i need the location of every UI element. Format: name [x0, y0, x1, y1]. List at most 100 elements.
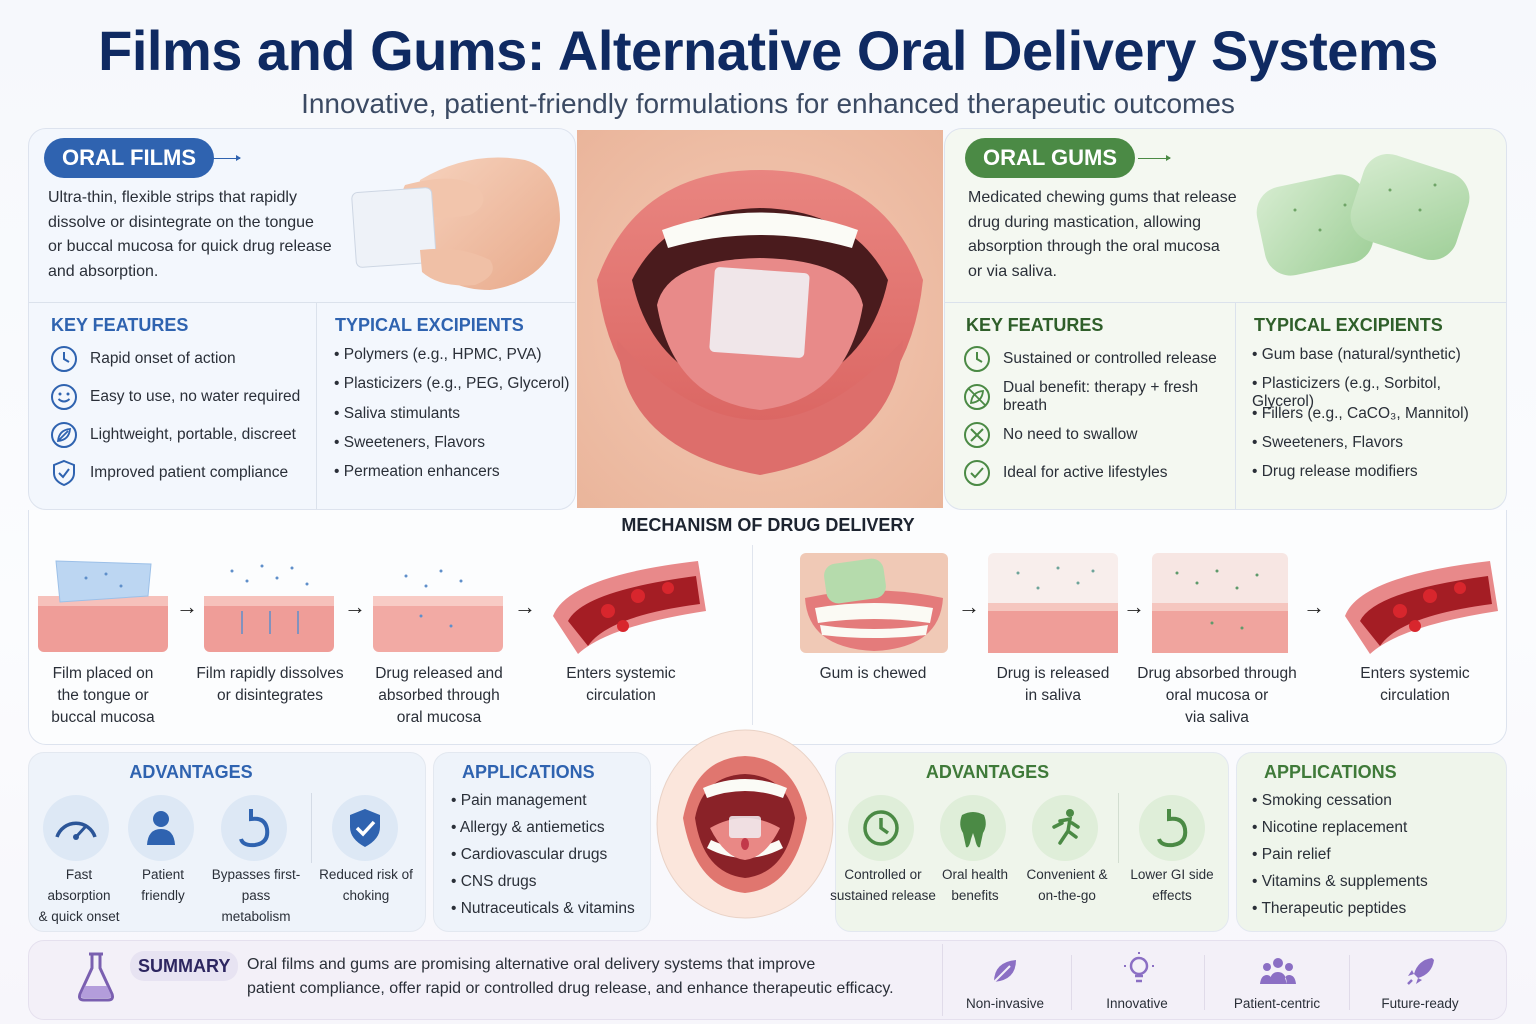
film-advantages-heading: ADVANTAGES: [129, 762, 253, 782]
caption-line: Reduced risk of: [319, 867, 413, 882]
application-item: • Therapeutic peptides: [1252, 900, 1407, 917]
arrow-right-icon: →: [344, 594, 366, 619]
film-step-caption: Film placed on the tongue or buccal muco…: [38, 663, 168, 729]
gums-excipients-heading: TYPICAL EXCIPIENTS: [1254, 315, 1443, 335]
adv-icon-circle: [221, 795, 287, 861]
feature-row: No need to swallow: [963, 420, 1233, 450]
clock-icon: [863, 810, 899, 846]
gum-applications-panel: [1236, 752, 1507, 932]
divider: [29, 302, 575, 303]
adv-caption: Bypasses first-pass metabolism: [200, 864, 312, 927]
arrow-icon: [208, 155, 241, 161]
caption-line: Bypasses first-pass: [211, 867, 301, 903]
film-applications-list: • Pain management • Allergy & antiemetic…: [451, 792, 647, 927]
adv-icon-circle: [1032, 795, 1098, 861]
arrow-right-icon: →: [176, 594, 198, 619]
summary-tag-label: Patient-centric: [1233, 996, 1321, 1011]
arrow-right-icon: →: [514, 594, 536, 619]
mouth-with-film-illustration: [577, 130, 943, 508]
feature-label: Dual benefit: therapy + fresh breath: [1003, 379, 1199, 414]
application-item: • Vitamins & supplements: [1252, 873, 1428, 890]
summary-line: Oral films and gums are promising altern…: [247, 956, 816, 973]
caption-line: buccal mucosa: [51, 709, 155, 726]
tooth-icon: [960, 812, 986, 848]
feature-row: Improved patient compliance: [50, 458, 312, 488]
gum-pellets-illustration: [1256, 153, 1470, 276]
gum-step-caption: Drug absorbed through oral mucosa or via…: [1137, 663, 1297, 729]
adv-caption: Convenient & on-the-go: [1022, 864, 1112, 906]
oral-gums-description: Medicated chewing gums that release drug…: [968, 186, 1248, 284]
divider: [942, 944, 943, 1016]
feature-label: Lightweight, portable, discreet: [90, 426, 296, 443]
caption-line: Convenient &: [1026, 867, 1108, 882]
divider: [1349, 955, 1350, 1010]
excipient-item: • Fillers (e.g., CaCO₃, Mannitol): [1252, 404, 1469, 422]
person-icon: [147, 811, 175, 845]
caption-line: Patient: [141, 867, 185, 882]
gum-step-caption: Gum is chewed: [808, 663, 938, 685]
saliva-release-step-image: [988, 553, 1118, 653]
divider: [1235, 303, 1236, 509]
gum-step-caption: Enters systemic circulation: [1350, 663, 1480, 707]
caption-line: Fast absorption: [47, 867, 111, 903]
divider: [1118, 793, 1119, 863]
films-key-features-list: Rapid onset of action Easy to use, no wa…: [50, 344, 312, 488]
summary-text: Oral films and gums are promising altern…: [247, 953, 937, 1001]
feature-row: Dual benefit: therapy + fresh breath: [963, 379, 1233, 414]
film-step-caption: Enters systemic circulation: [556, 663, 686, 707]
description-line: or buccal mucosa for quick drug release: [48, 238, 332, 255]
gum-applications-list: • Smoking cessation • Nicotine replaceme…: [1252, 792, 1502, 927]
caption-line: Oral health: [941, 867, 1009, 882]
runner-icon: [1052, 809, 1080, 845]
adv-icon-circle: [1139, 795, 1205, 861]
excipient-item: • Plasticizers (e.g., Sorbitol, Glycerol…: [1252, 375, 1441, 411]
arrow-right-icon: →: [1303, 594, 1325, 619]
blood-vessel-image: [1345, 561, 1498, 654]
caption-line: friendly: [141, 888, 185, 903]
excipient-item: • Permeation enhancers: [334, 463, 500, 481]
summary-label: SUMMARY: [130, 951, 239, 981]
application-item: • Allergy & antiemetics: [451, 819, 605, 836]
caption-line: Gum is chewed: [819, 665, 927, 682]
drug-absorption-step-image: [373, 569, 503, 652]
description-line: absorption through the oral mucosa: [968, 238, 1220, 255]
description-line: Medicated chewing gums that release: [968, 189, 1237, 206]
application-item: • Nicotine replacement: [1252, 819, 1408, 836]
rocket-icon: [1407, 958, 1434, 985]
excipient-item: • Drug release modifiers: [1252, 463, 1418, 481]
caption-line: on-the-go: [1038, 888, 1096, 903]
film-applications-heading: APPLICATIONS: [462, 762, 595, 782]
divider: [311, 793, 312, 863]
gum-chewed-step-image: [800, 553, 948, 653]
gum-absorption-step-image: [1152, 553, 1288, 653]
adv-caption: Fast absorption & quick onset: [34, 864, 124, 927]
caption-line: effects: [1152, 888, 1192, 903]
gum-applications-heading: APPLICATIONS: [1264, 762, 1397, 782]
caption-line: choking: [342, 888, 390, 903]
summary-tag-label: Future-ready: [1381, 996, 1459, 1011]
gauge-icon: [55, 821, 97, 840]
gum-step-caption: Drug is released in saliva: [988, 663, 1118, 707]
caption-line: via saliva: [1185, 709, 1249, 726]
leaf-cross-icon: [964, 384, 990, 410]
caption-line: & quick onset: [38, 909, 120, 924]
film-in-fingers-illustration: [351, 157, 560, 290]
oral-gums-label: ORAL GUMS: [965, 138, 1136, 178]
flask-icon: [78, 952, 114, 1002]
adv-caption: Oral health benefits: [930, 864, 1020, 906]
adv-icon-circle: [332, 795, 398, 861]
divider: [1204, 955, 1205, 1010]
description-line: Ultra-thin, flexible strips that rapidly: [48, 189, 297, 206]
caption-line: circulation: [1380, 687, 1450, 704]
divider: [945, 302, 1506, 303]
arrow-icon: [1138, 155, 1171, 161]
lightbulb-icon: [1124, 952, 1154, 983]
application-item: • Pain management: [451, 792, 587, 809]
caption-line: metabolism: [221, 909, 291, 924]
application-item: • Smoking cessation: [1252, 792, 1392, 809]
leaf-icon: [51, 422, 77, 448]
divider: [1071, 955, 1072, 1010]
mechanism-title: MECHANISM OF DRUG DELIVERY: [621, 515, 915, 535]
feature-label: No need to swallow: [1003, 426, 1138, 443]
caption-line: oral mucosa: [396, 709, 482, 726]
